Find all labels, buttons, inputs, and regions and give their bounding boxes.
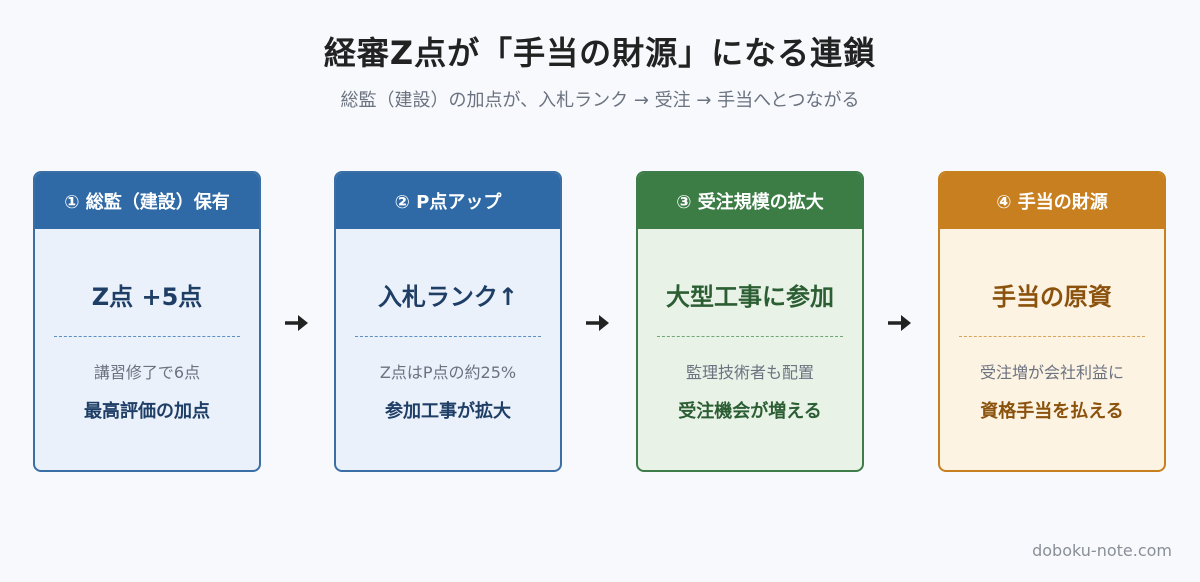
step-3-header: ③ 受注規模の拡大	[638, 173, 862, 229]
step-4-main: 手当の原資	[992, 283, 1112, 311]
step-2-divider	[355, 336, 541, 337]
step-4-result: 資格手当を払える	[980, 401, 1124, 422]
step-3-result: 受注機会が増える	[678, 401, 822, 422]
right-arrow-icon	[285, 315, 308, 331]
step-4-note: 受注増が会社利益に	[979, 363, 1124, 382]
step-card-3: ③ 受注規模の拡大 大型工事に参加 監理技術者も配置 受注機会が増える	[636, 171, 864, 472]
step-4-divider	[959, 336, 1145, 337]
step-2-note: Z点はP点の約25%	[379, 363, 517, 382]
step-card-1: ① 総監（建設）保有 Z点 +5点 講習修了で6点 最高評価の加点	[33, 171, 261, 472]
step-card-2: ② P点アップ 入札ランク↑ Z点はP点の約25% 参加工事が拡大	[334, 171, 562, 472]
step-3-divider	[657, 336, 843, 337]
step-4-header: ④ 手当の財源	[940, 173, 1164, 229]
step-card-4: ④ 手当の財源 手当の原資 受注増が会社利益に 資格手当を払える	[938, 171, 1166, 472]
site-credit: doboku-note.com	[1032, 541, 1172, 560]
page-subtitle: 総監（建設）の加点が、入札ランク → 受注 → 手当へとつながる	[340, 90, 860, 111]
step-2-result: 参加工事が拡大	[385, 401, 511, 422]
step-1-main: Z点 +5点	[91, 283, 203, 311]
step-2-main: 入札ランク↑	[377, 283, 519, 311]
step-1-divider	[54, 336, 240, 337]
step-1-result: 最高評価の加点	[84, 401, 210, 422]
step-1-header: ① 総監（建設）保有	[35, 173, 259, 229]
right-arrow-icon	[888, 315, 911, 331]
step-3-main: 大型工事に参加	[666, 283, 834, 311]
step-1-note: 講習修了で6点	[93, 363, 201, 382]
page-title: 経審Z点が「手当の財源」になる連鎖	[323, 34, 877, 72]
right-arrow-icon	[586, 315, 609, 331]
step-3-note: 監理技術者も配置	[685, 363, 814, 382]
step-2-header: ② P点アップ	[336, 173, 560, 229]
